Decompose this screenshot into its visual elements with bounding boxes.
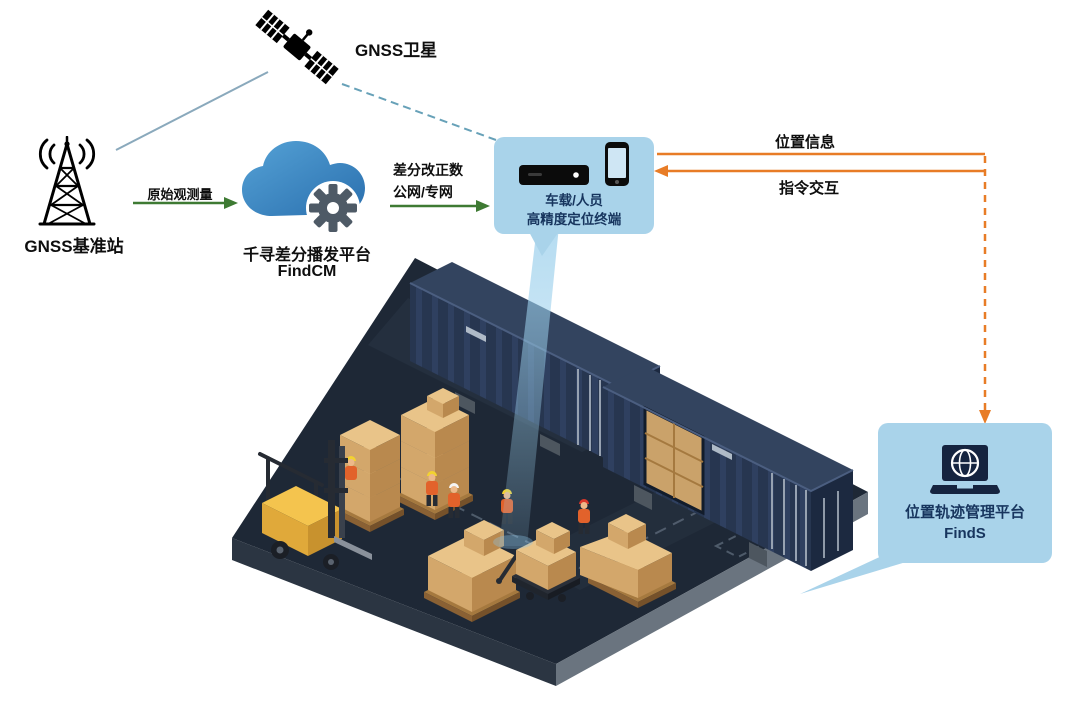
positioning-beam	[493, 226, 559, 549]
finds-panel: 位置轨迹管理平台 FindS	[878, 423, 1052, 563]
arrow-command	[654, 165, 985, 177]
worker-4	[578, 499, 590, 534]
base-station-tower-icon	[12, 135, 122, 236]
gear-icon	[306, 181, 360, 235]
forklift	[258, 440, 372, 570]
cloud-platform-product: FindCM	[277, 263, 337, 280]
link-satellite-terminal	[341, 83, 497, 141]
laptop-globe-icon	[930, 444, 1000, 494]
cloud-platform-title: 千寻差分播发平台	[242, 247, 371, 264]
terminal-panel: 车载/人员 高精度定位终端	[494, 137, 654, 234]
terminal-label-line2: 高精度定位终端	[526, 212, 622, 227]
receiver-icon	[519, 165, 589, 186]
terminal-icons	[518, 141, 630, 187]
finds-panel-tail	[800, 554, 906, 594]
platform-product-label: FindS	[944, 524, 986, 542]
satellite-label: GNSS卫星	[355, 41, 438, 60]
position-info-label: 位置信息	[774, 134, 835, 151]
cloud-platform-icon	[230, 130, 385, 242]
gnss-satellite-icon	[250, 5, 346, 91]
command-interaction-label: 指令交互	[778, 180, 839, 197]
corrections-label-line1: 差分改正数	[393, 162, 463, 178]
shipping-container-2	[602, 366, 854, 571]
platform-title: 位置轨迹管理平台	[904, 503, 1025, 521]
worker-2	[448, 483, 460, 518]
pallet-stack-right	[580, 514, 676, 608]
corrections-label-line2: 公网/专网	[393, 184, 453, 200]
worker-1	[426, 471, 438, 506]
warehouse-scene	[232, 226, 868, 686]
raw-observation-label: 原始观测量	[147, 187, 213, 202]
link-satellite-base	[115, 71, 269, 151]
pallet-jack	[496, 522, 580, 602]
base-station-label: GNSS基准站	[24, 237, 124, 256]
finds-icons	[929, 443, 1001, 497]
arrow-corrections	[390, 200, 490, 212]
terminal-label-line1: 车载/人员	[545, 193, 603, 209]
arrow-platform-downlink	[979, 156, 991, 424]
arrow-raw-observation	[133, 197, 238, 209]
smartphone-icon	[605, 142, 629, 187]
terminal-panel-tail	[528, 230, 560, 256]
